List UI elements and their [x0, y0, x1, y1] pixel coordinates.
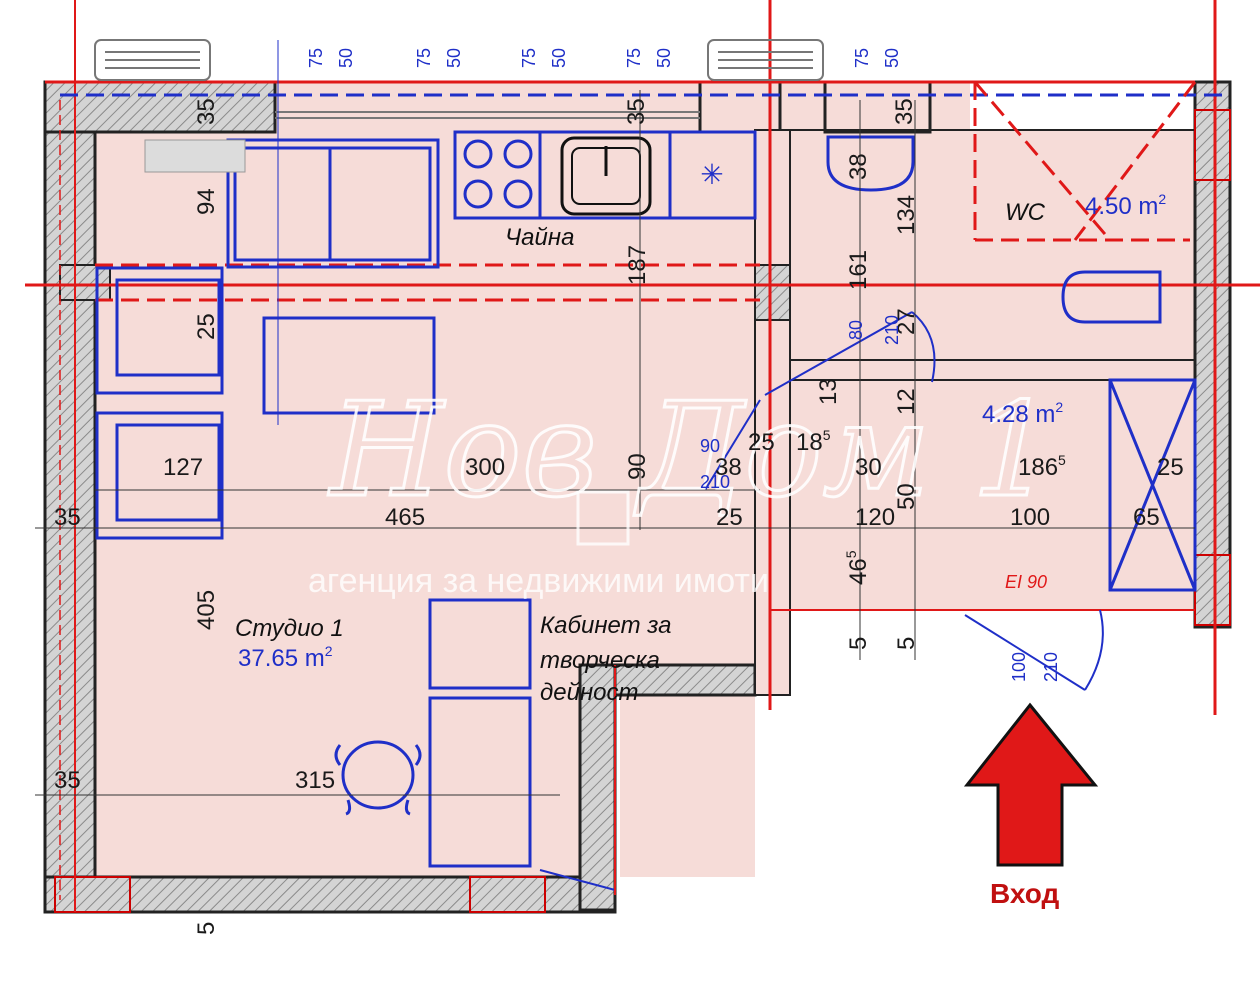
door-rating-label: EI 90	[1005, 572, 1047, 592]
svg-text:65: 65	[1133, 504, 1160, 531]
shower-icon	[1108, 378, 1197, 592]
svg-text:35: 35	[54, 767, 81, 794]
svg-text:210: 210	[1041, 652, 1061, 682]
svg-text:5: 5	[193, 922, 220, 935]
svg-text:120: 120	[855, 504, 895, 531]
svg-text:185: 185	[796, 427, 831, 456]
svg-text:405: 405	[193, 590, 220, 630]
svg-text:38: 38	[845, 153, 872, 180]
desk-icon	[428, 598, 532, 868]
office-label-line1: Кабинет за	[540, 612, 672, 639]
studio-area: 37.65 m2	[238, 643, 333, 672]
svg-text:100: 100	[1010, 504, 1050, 531]
sofa-icon	[226, 138, 440, 269]
svg-text:94: 94	[193, 188, 220, 215]
svg-text:25: 25	[748, 429, 775, 456]
entrance-label: Вход	[990, 878, 1059, 909]
svg-text:75: 75	[624, 48, 644, 68]
svg-text:75: 75	[519, 48, 539, 68]
ac-unit-icon	[94, 39, 211, 81]
svg-text:25: 25	[716, 504, 743, 531]
armchair-icon	[95, 411, 224, 540]
svg-text:27: 27	[893, 308, 920, 335]
wc-area: 4.50 m2	[1085, 191, 1166, 220]
wc-label: WC	[1005, 199, 1046, 226]
svg-text:12: 12	[893, 388, 920, 415]
svg-text:50: 50	[893, 483, 920, 510]
svg-text:315: 315	[295, 767, 335, 794]
svg-text:1865: 1865	[1018, 452, 1066, 481]
svg-text:465: 465	[385, 504, 425, 531]
office-label-line3: дейност	[540, 679, 639, 706]
svg-text:127: 127	[163, 454, 203, 481]
svg-text:75: 75	[852, 48, 872, 68]
svg-text:25: 25	[193, 313, 220, 340]
kitchen-counter	[453, 130, 757, 220]
svg-text:75: 75	[414, 48, 434, 68]
dimension-lines	[35, 40, 1195, 796]
chair-icon	[334, 740, 422, 816]
dimension-labels: 35 35 35 94 187 25 127 300 90 35 465 405…	[54, 98, 1184, 935]
svg-text:5: 5	[845, 637, 872, 650]
svg-text:100: 100	[1009, 652, 1029, 682]
hall-area: 4.28 m2	[982, 399, 1063, 428]
door-swings	[704, 311, 1104, 691]
svg-text:300: 300	[465, 454, 505, 481]
door-dimension-labels: 90 210 80 210 100 210	[700, 315, 1061, 682]
room-fills	[95, 82, 1195, 890]
svg-text:35: 35	[623, 98, 650, 125]
svg-text:5: 5	[893, 637, 920, 650]
svg-text:30: 30	[855, 454, 882, 481]
watermark-logo-icon	[576, 490, 630, 546]
coffee-table-icon	[262, 316, 436, 415]
svg-text:90: 90	[700, 436, 720, 456]
top-dimensions: 75 50 75 50 75 50 75 50 75 50	[306, 48, 902, 68]
svg-text:134: 134	[893, 195, 920, 235]
toilet-icon	[1061, 270, 1162, 324]
svg-text:50: 50	[444, 48, 464, 68]
red-axis-lines	[25, 0, 1260, 912]
svg-text:75: 75	[306, 48, 326, 68]
studio-label: Студио 1	[235, 615, 344, 642]
svg-text:35: 35	[54, 504, 81, 531]
armchair-icon	[95, 266, 224, 395]
entrance-arrow-icon	[963, 702, 1099, 867]
svg-text:Нов Дом 1: Нов Дом 1	[328, 374, 1054, 526]
svg-text:465: 465	[843, 550, 872, 585]
svg-text:161: 161	[845, 250, 872, 290]
svg-text:187: 187	[624, 245, 651, 285]
svg-text:210: 210	[700, 472, 730, 492]
svg-text:35: 35	[193, 98, 220, 125]
svg-text:80: 80	[846, 320, 866, 340]
office-label-line2: творческа	[540, 647, 660, 674]
washbasin-icon	[826, 135, 915, 192]
svg-text:50: 50	[654, 48, 674, 68]
svg-text:210: 210	[882, 315, 902, 345]
svg-text:25: 25	[1157, 454, 1184, 481]
svg-text:90: 90	[624, 453, 651, 480]
svg-text:50: 50	[882, 48, 902, 68]
svg-text:50: 50	[336, 48, 356, 68]
svg-text:50: 50	[549, 48, 569, 68]
svg-text:38: 38	[715, 454, 742, 481]
fridge-icon: ✳	[700, 159, 723, 190]
walls	[43, 80, 1232, 914]
svg-text:агенция за недвижими имоти: агенция за недвижими имоти	[308, 562, 769, 600]
dashed-lines	[60, 81, 1230, 302]
svg-text:35: 35	[891, 98, 918, 125]
kitchen-label: Чайна	[505, 224, 574, 251]
watermark: Нов Дом 1 агенция за недвижими имоти	[308, 373, 1056, 601]
radiator-icon	[144, 139, 246, 173]
svg-text:13: 13	[815, 378, 842, 405]
ac-unit-icon	[707, 39, 824, 81]
